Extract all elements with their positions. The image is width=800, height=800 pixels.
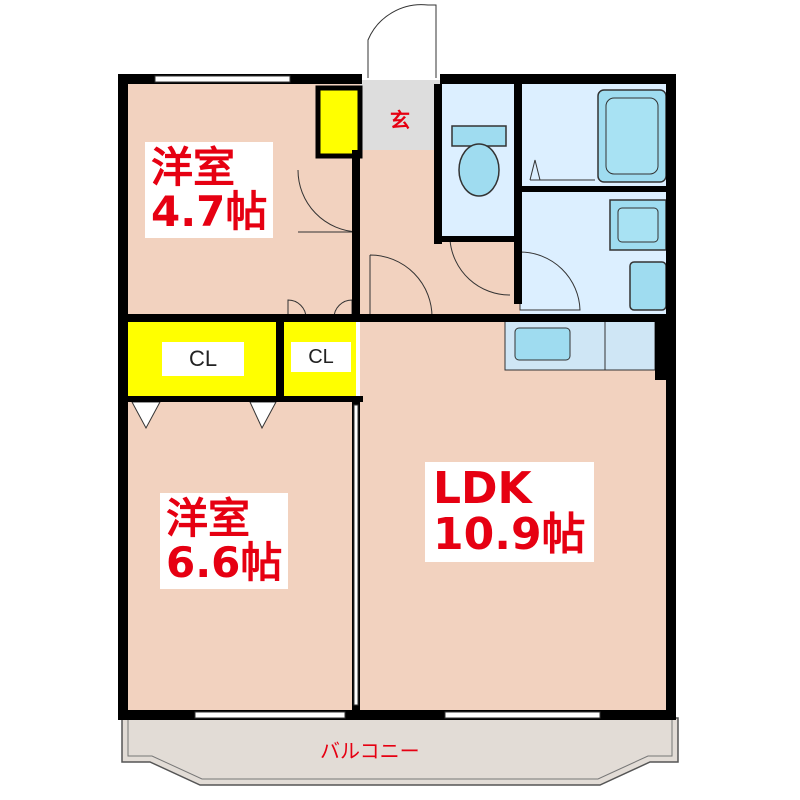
entrance-label: 玄 [390, 108, 410, 132]
window-room-1 [154, 75, 291, 83]
shoe-closet [315, 85, 363, 159]
ldk-name: LDK [433, 463, 532, 514]
wall-hall-bottom [436, 236, 520, 242]
western-room-2-size: 6.6帖 [166, 538, 283, 588]
bathtub-inner [605, 97, 659, 175]
balcony-railing [127, 718, 673, 780]
wall-closet-bottom [118, 396, 363, 402]
wall-closet-divider [276, 320, 284, 400]
closet-1-label: CL [162, 342, 244, 376]
western-room-1-size: 4.7帖 [151, 187, 268, 237]
balcony-label: バルコニー [320, 739, 420, 763]
sliding-door-partition [353, 404, 359, 706]
hall-door-swing [369, 254, 433, 319]
western-room-1-label: 洋室 4.7帖 [145, 142, 274, 239]
window-ldk [444, 711, 601, 719]
western-room-2-label: 洋室 6.6帖 [160, 493, 289, 590]
closet-2-label: CL [291, 342, 351, 372]
wall-right [666, 74, 676, 720]
wall-kitchen-end [655, 320, 670, 380]
balcony-floor [121, 717, 679, 786]
bathroom-door [529, 159, 595, 181]
window-room-2 [194, 711, 346, 719]
toilet-tank [451, 125, 507, 147]
room-1-door-swing [297, 169, 359, 233]
ldk-label: LDK 10.9帖 [425, 462, 594, 563]
wall-room1-bottom [118, 314, 363, 322]
western-room-1-name: 洋室 [151, 143, 236, 192]
western-room-2-name: 洋室 [166, 494, 251, 543]
washing-machine [629, 261, 667, 311]
washroom-door-swing [519, 251, 581, 311]
kitchen-sink [514, 327, 571, 361]
wall-mid-vertical [352, 150, 360, 320]
wall-top-right [440, 74, 676, 84]
wall-ldk-top [360, 314, 674, 322]
wall-entrance-right [434, 84, 442, 244]
entrance-floor [360, 80, 440, 150]
toilet-bowl [458, 143, 500, 197]
wall-bath-bottom [520, 186, 670, 192]
ldk-size: 10.9帖 [433, 509, 586, 561]
washbasin-bowl [617, 207, 659, 243]
wall-bottom [118, 710, 676, 720]
wall-toilet-right [514, 84, 522, 304]
entry-door-swing [367, 4, 437, 78]
